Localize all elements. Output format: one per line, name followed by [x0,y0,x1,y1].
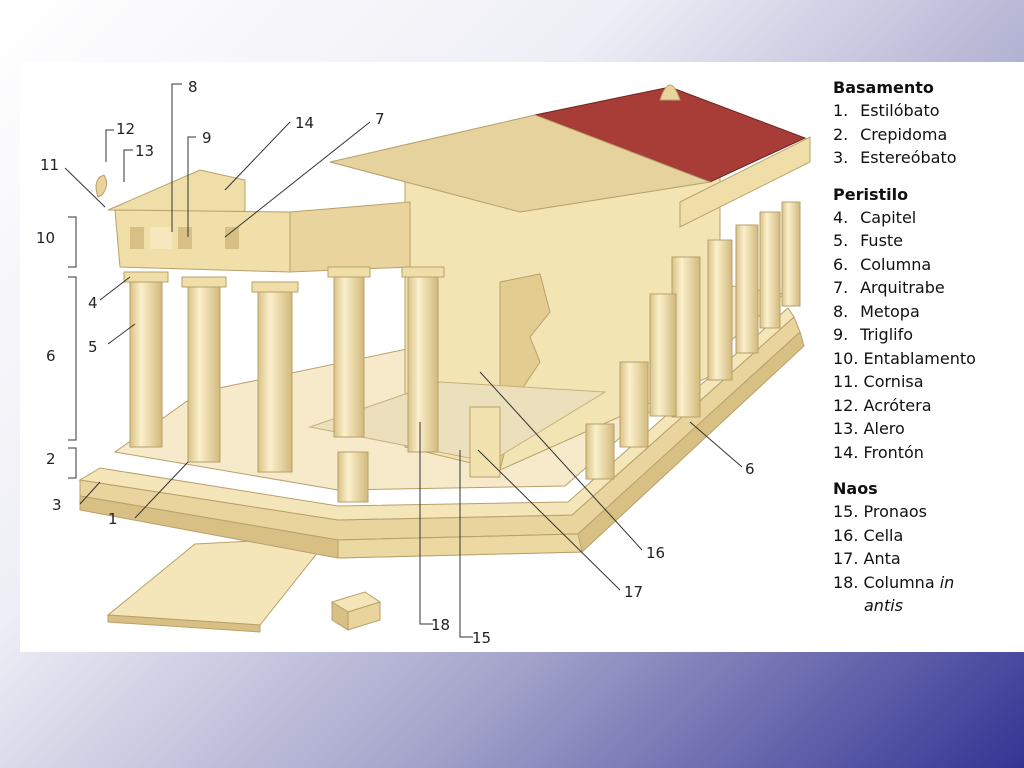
metope [150,227,172,249]
callout-2: 2 [46,450,56,468]
callout-18: 18 [431,616,450,634]
callout-4: 4 [88,294,98,312]
callout-1: 1 [108,510,118,528]
callout-14: 14 [295,114,314,132]
legend-heading: Naos [833,479,878,498]
legend-item: 3. Estereóbato [833,148,957,167]
greek-temple-diagram: 8 12 9 14 7 13 11 10 4 6 5 2 3 1 6 16 17… [36,78,811,647]
legend-section-basamento: Basamento 1. Estilóbato 2. Crepidoma 3. … [833,76,1023,170]
callout-15: 15 [472,629,491,647]
legend-item: 1. Estilóbato [833,101,940,120]
front-colonnade [123,266,501,478]
legend-item: 2. Crepidoma [833,124,948,144]
callout-7: 7 [375,110,385,128]
callout-9: 9 [202,129,212,147]
roof-beams [329,114,712,213]
legend-section-naos: Naos 15. Pronaos 16. Cella 17. Anta 18. … [833,477,1023,618]
legend-item: 10. Entablamento [833,348,976,368]
triglyph [130,227,144,249]
callout-6-right: 6 [745,460,755,478]
legend-item: 11. Cornisa [833,372,924,391]
legend-item: 15. Pronaos [833,502,927,521]
callout-6: 6 [46,347,56,365]
ramp-edge [107,614,261,633]
legend: Basamento 1. Estilóbato 2. Crepidoma 3. … [833,76,1023,631]
pediment [107,169,246,213]
callout-13: 13 [135,142,154,160]
legend-item: 17. Anta [833,549,901,568]
legend-section-peristilo: Peristilo 4. Capitel 5. Fuste 6. Columna… [833,183,1023,465]
legend-item: 12. Acrótera [833,395,932,415]
triglyph [225,227,239,249]
legend-item: 4. Capitel [833,207,917,227]
legend-item: 14. Frontón [833,442,924,462]
entablature-side [289,201,411,273]
callout-10: 10 [36,229,55,247]
callout-8: 8 [188,78,198,96]
callout-16: 16 [646,544,665,562]
acroterion [95,174,108,198]
legend-item: 9. Triglifo [833,325,914,344]
side-colonnade [337,201,801,503]
legend-item: 5. Fuste [833,231,904,250]
callout-5: 5 [88,338,98,356]
legend-item: 13. Alero [833,419,905,438]
acroterion-top [659,84,681,101]
callout-3: 3 [52,496,62,514]
callout-17: 17 [624,583,643,601]
leader-lines [64,83,743,638]
legend-heading: Peristilo [833,184,909,204]
entablature-right [679,136,811,228]
legend-item: 8. Metopa [833,301,920,321]
legend-heading: Basamento [833,78,934,97]
legend-item: 7. Arquitrabe [833,278,945,297]
legend-item: 16. Cella [833,525,904,545]
diagram-panel: 8 12 9 14 7 13 11 10 4 6 5 2 3 1 6 16 17… [20,62,1024,652]
triglyph [178,227,192,249]
legend-item: 6. Columna [833,254,932,274]
callout-11: 11 [40,156,59,174]
stone-block-front [347,601,381,631]
callout-12: 12 [116,120,135,138]
